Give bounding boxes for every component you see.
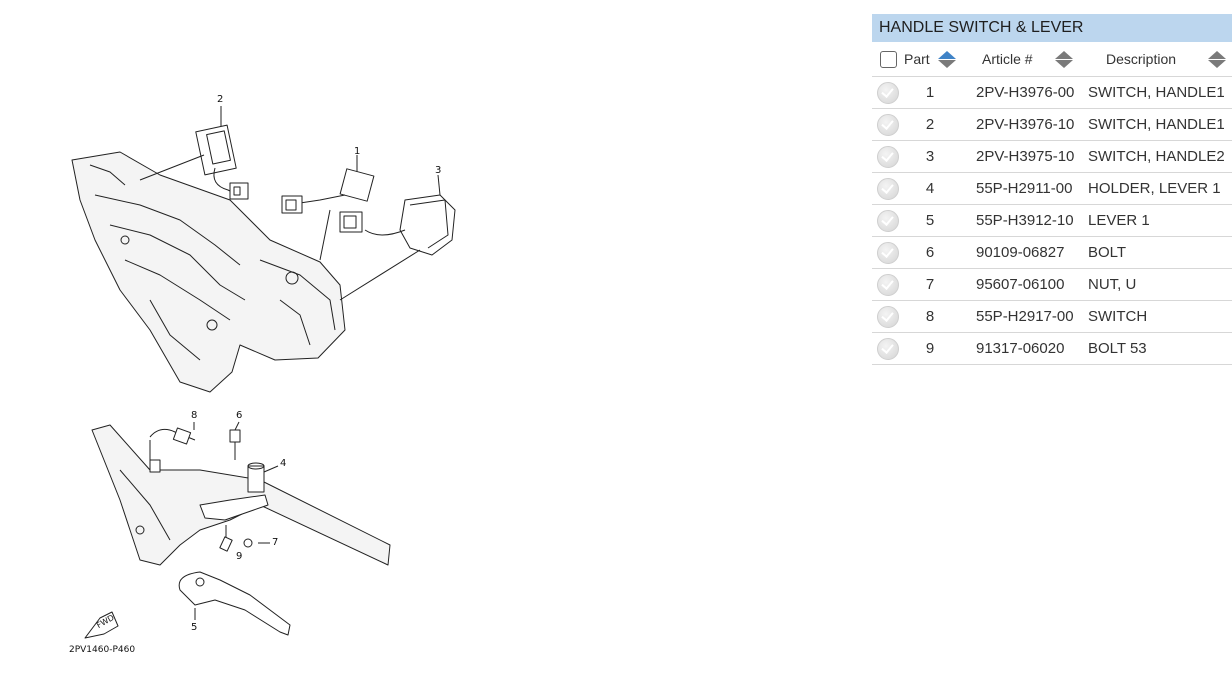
part-description: NUT, U bbox=[1088, 276, 1137, 293]
table-header: Part Article # Description bbox=[872, 42, 1232, 77]
add-to-cart-check-icon[interactable] bbox=[877, 177, 899, 200]
callout-5: 5 bbox=[191, 622, 198, 633]
parts-diagram: 2 1 3 8 6 4 7 9 5 FWD 2PV1460-P460 bbox=[69, 94, 456, 655]
article-number: 90109-06827 bbox=[976, 244, 1065, 261]
table-row[interactable]: 5 55P-H3912-10 LEVER 1 bbox=[872, 205, 1232, 237]
part-description: SWITCH bbox=[1088, 308, 1148, 325]
part-description: SWITCH, HANDLE1 bbox=[1088, 84, 1225, 101]
diagram-drawing bbox=[71, 106, 456, 639]
table-row[interactable]: 6 90109-06827 BOLT bbox=[872, 237, 1232, 269]
part-description: HOLDER, LEVER 1 bbox=[1088, 180, 1221, 197]
part-number: 7 bbox=[925, 276, 935, 293]
part-description: BOLT 53 bbox=[1088, 340, 1147, 357]
callout-9: 9 bbox=[236, 551, 243, 562]
add-to-cart-check-icon[interactable] bbox=[877, 337, 899, 360]
column-header-description-label: Description bbox=[1106, 51, 1177, 67]
article-number: 55P-H3912-10 bbox=[976, 212, 1074, 229]
callout-8: 8 bbox=[191, 410, 198, 421]
column-header-part[interactable]: Part bbox=[904, 50, 964, 68]
part-number: 6 bbox=[925, 244, 935, 261]
parts-list-panel: HANDLE SWITCH & LEVER Part Article # Des… bbox=[872, 14, 1232, 365]
callout-6: 6 bbox=[236, 410, 243, 421]
add-to-cart-check-icon[interactable] bbox=[877, 273, 899, 296]
sort-icon[interactable] bbox=[1208, 50, 1227, 68]
part-number: 8 bbox=[925, 308, 935, 325]
callout-3: 3 bbox=[435, 165, 442, 176]
table-row[interactable]: 1 2PV-H3976-00 SWITCH, HANDLE1 bbox=[872, 77, 1232, 109]
article-number: 2PV-H3976-10 bbox=[976, 116, 1075, 133]
table-row[interactable]: 4 55P-H2911-00 HOLDER, LEVER 1 bbox=[872, 173, 1232, 205]
article-number: 95607-06100 bbox=[976, 276, 1065, 293]
part-number: 2 bbox=[925, 116, 935, 133]
part-number: 4 bbox=[925, 180, 935, 197]
table-row[interactable]: 3 2PV-H3975-10 SWITCH, HANDLE2 bbox=[872, 141, 1232, 173]
add-to-cart-check-icon[interactable] bbox=[877, 241, 899, 264]
panel-title: HANDLE SWITCH & LEVER bbox=[872, 14, 1232, 42]
part-description: LEVER 1 bbox=[1088, 212, 1150, 229]
add-to-cart-check-icon[interactable] bbox=[877, 145, 899, 168]
callout-4: 4 bbox=[280, 458, 287, 469]
article-number: 2PV-H3975-10 bbox=[976, 148, 1075, 165]
part-number: 3 bbox=[925, 148, 935, 165]
select-all-cell bbox=[872, 50, 904, 68]
article-number: 55P-H2911-00 bbox=[976, 180, 1073, 197]
diagram-caption: 2PV1460-P460 bbox=[69, 645, 136, 655]
part-description: SWITCH, HANDLE2 bbox=[1088, 148, 1225, 165]
column-header-part-label: Part bbox=[904, 51, 930, 67]
column-header-article-label: Article # bbox=[982, 51, 1033, 67]
table-row[interactable]: 9 91317-06020 BOLT 53 bbox=[872, 333, 1232, 365]
table-row[interactable]: 8 55P-H2917-00 SWITCH bbox=[872, 301, 1232, 333]
article-number: 91317-06020 bbox=[976, 340, 1065, 357]
article-number: 2PV-H3976-00 bbox=[976, 84, 1075, 101]
select-all-checkbox[interactable] bbox=[879, 50, 897, 68]
column-header-article[interactable]: Article # bbox=[964, 50, 1088, 68]
add-to-cart-check-icon[interactable] bbox=[877, 305, 899, 328]
part-number: 9 bbox=[925, 340, 935, 357]
sort-icon[interactable] bbox=[937, 50, 956, 68]
part-number: 5 bbox=[925, 212, 935, 229]
add-to-cart-check-icon[interactable] bbox=[877, 81, 899, 104]
part-description: BOLT bbox=[1088, 244, 1127, 261]
part-description: SWITCH, HANDLE1 bbox=[1088, 116, 1225, 133]
callout-1: 1 bbox=[354, 146, 361, 157]
add-to-cart-check-icon[interactable] bbox=[877, 209, 899, 232]
callout-2: 2 bbox=[217, 94, 224, 105]
table-row[interactable]: 7 95607-06100 NUT, U bbox=[872, 269, 1232, 301]
column-header-description[interactable]: Description bbox=[1088, 50, 1232, 68]
article-number: 55P-H2917-00 bbox=[976, 308, 1074, 325]
part-number: 1 bbox=[925, 84, 935, 101]
table-row[interactable]: 2 2PV-H3976-10 SWITCH, HANDLE1 bbox=[872, 109, 1232, 141]
sort-icon[interactable] bbox=[1054, 50, 1073, 68]
add-to-cart-check-icon[interactable] bbox=[877, 113, 899, 136]
callout-7: 7 bbox=[272, 537, 279, 548]
